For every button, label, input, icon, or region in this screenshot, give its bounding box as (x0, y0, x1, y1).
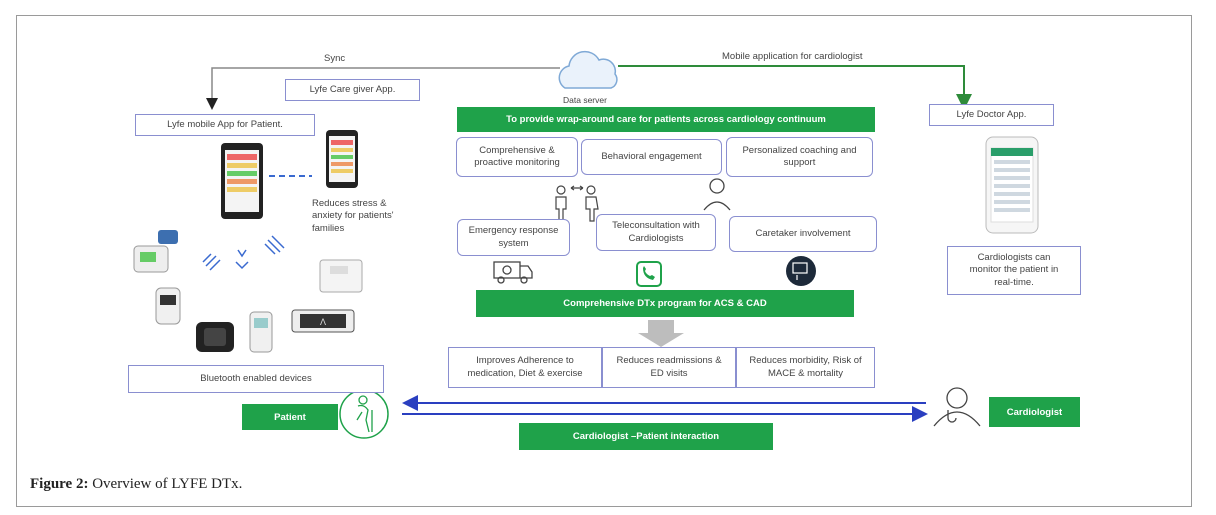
figure-caption: Figure 2: Overview of LYFE DTx. (30, 476, 242, 493)
reduces-stress-text: Reduces stress & anxiety for patients' f… (312, 198, 394, 234)
monitor-realtime-box: Cardiologists can monitor the patient in… (947, 246, 1081, 295)
caretaker-icon (703, 178, 731, 211)
sync-connector (206, 67, 560, 110)
teleconsult-box: Teleconsultation with Cardiologists (596, 214, 716, 251)
caption-text: Overview of LYFE DTx. (88, 476, 243, 492)
patient-app-box: Lyfe mobile App for Patient. (135, 114, 315, 136)
patient-tablet-icon (221, 143, 263, 219)
ambulance-icon (493, 261, 533, 284)
monitoring-box: Comprehensive & proactive monitoring (456, 137, 578, 177)
outcome-morbidity-box: Reduces morbidity, Risk of MACE & mortal… (736, 347, 875, 388)
scale-icon (319, 259, 363, 293)
doctor-phone-icon (985, 136, 1039, 234)
caretaker-device-icon (786, 256, 816, 286)
glucometer-icon (249, 311, 273, 353)
pulse-oximeter-icon (155, 287, 181, 325)
figure-frame (16, 15, 1192, 507)
cardiologist-bar: Cardiologist (989, 397, 1080, 427)
wifi-signal-icons (202, 235, 285, 271)
sync-label: Sync (324, 53, 346, 64)
interaction-bar: Cardiologist –Patient interaction (519, 423, 773, 450)
cardiologist-app-connector (618, 65, 972, 110)
caretaker-box: Caretaker involvement (729, 216, 877, 252)
behavioral-box: Behavioral engagement (581, 139, 722, 175)
smartwatch-icon (196, 322, 234, 352)
patient-bar: Patient (242, 404, 338, 430)
outcome-readmissions-box: Reduces readmissions & ED visits (602, 347, 736, 388)
wrap-around-care-banner: To provide wrap-around care for patients… (457, 107, 875, 132)
cloud-icon (558, 50, 618, 89)
emergency-box: Emergency response system (457, 219, 570, 256)
down-arrow-icon (638, 320, 684, 347)
doctor-app-box: Lyfe Doctor App. (929, 104, 1054, 126)
program-bar: Comprehensive DTx program for ACS & CAD (476, 290, 854, 317)
doctor-icon (933, 387, 981, 427)
coaching-box: Personalized coaching and support (726, 137, 873, 177)
outcome-adherence-box: Improves Adherence to medication, Diet &… (448, 347, 602, 388)
bp-monitor-icon (133, 230, 178, 273)
patient-elderly-icon (339, 389, 389, 439)
svg-text:Λ: Λ (320, 317, 326, 327)
phone-call-icon (636, 261, 662, 287)
data-server-label: Data server (563, 95, 607, 105)
ecg-device-icon: Λ (291, 309, 355, 333)
patient-caregiver-icon (555, 185, 599, 222)
bluetooth-box: Bluetooth enabled devices (128, 365, 384, 393)
caregiver-app-box: Lyfe Care giver App. (285, 79, 420, 101)
mobile-app-label: Mobile application for cardiologist (722, 51, 863, 62)
caption-label: Figure 2: (30, 476, 89, 492)
caregiver-phone-icon (326, 130, 358, 188)
